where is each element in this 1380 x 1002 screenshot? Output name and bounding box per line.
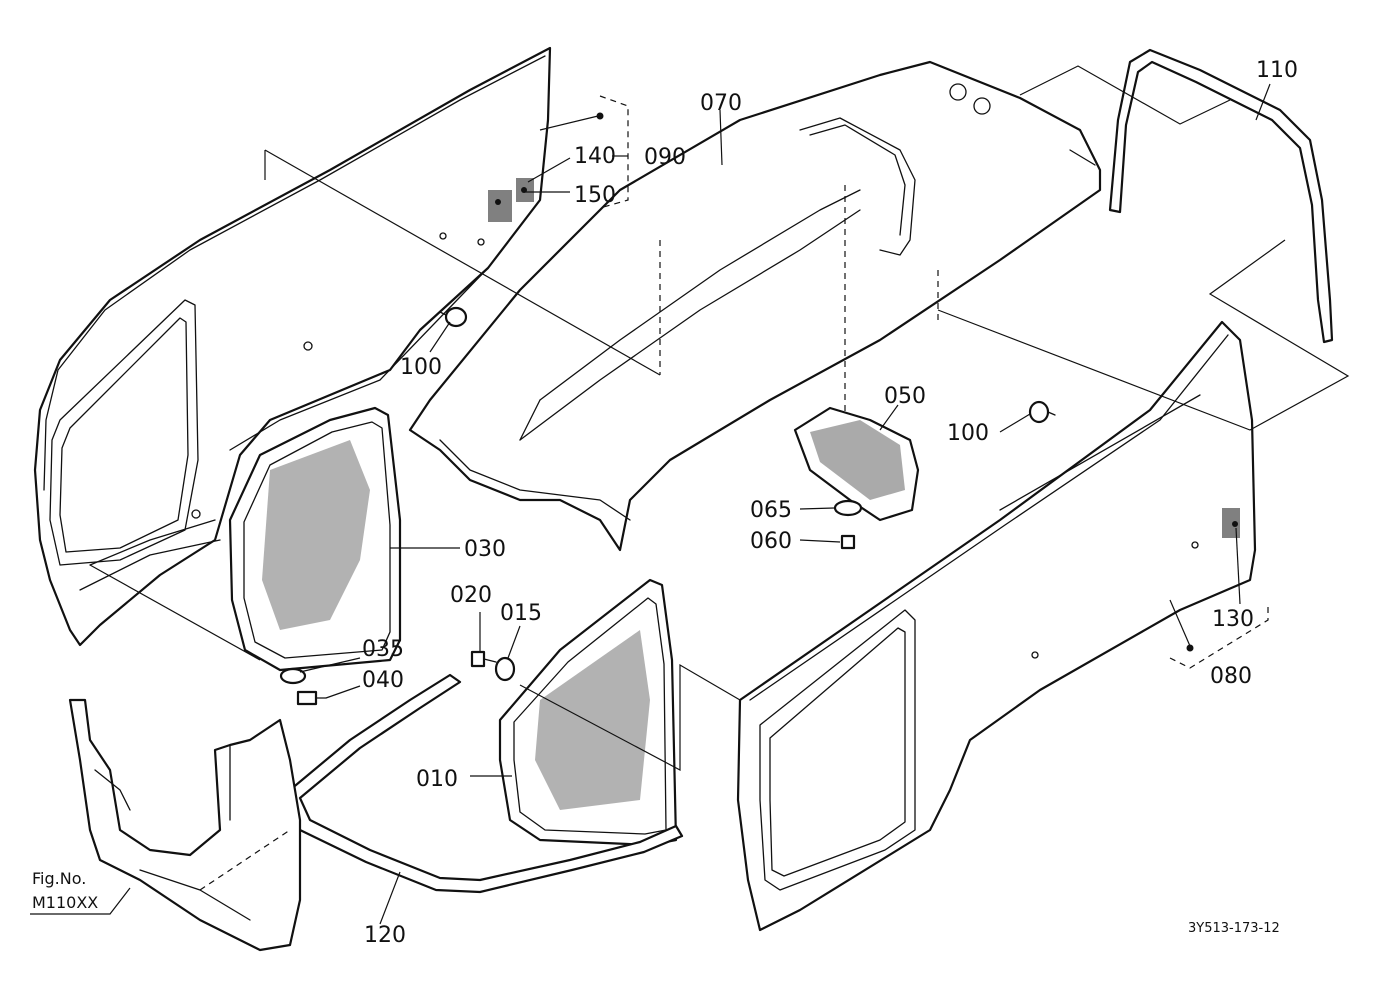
label-065: 065: [750, 498, 792, 523]
bracket-050: [793, 406, 920, 522]
label-150: 150: [574, 183, 616, 208]
washer-065: [833, 499, 863, 517]
bolt-020: [470, 650, 497, 668]
washer-015: [494, 656, 516, 682]
left-side-panel: [33, 46, 552, 647]
label-120: 120: [364, 923, 406, 948]
frame-ref-m110xx: [68, 698, 302, 952]
bolt-100-right: [1028, 400, 1056, 424]
label-140: 140: [574, 144, 616, 169]
label-035: 035: [362, 637, 404, 662]
label-015: 015: [500, 601, 542, 626]
window-030: [228, 406, 402, 672]
label-090: 090: [644, 145, 686, 170]
label-060: 060: [750, 529, 792, 554]
label-leaders: [30, 83, 1271, 925]
callout-dot-080: [1186, 644, 1194, 652]
label-110: 110: [1256, 58, 1298, 83]
label-050: 050: [884, 384, 926, 409]
drawing-number: 3Y513-173-12: [1188, 921, 1280, 936]
bolt-100-left: [439, 306, 468, 328]
label-030: 030: [464, 537, 506, 562]
right-side-panel: [736, 320, 1257, 932]
fig-ref-line1: Fig.No.: [32, 869, 86, 888]
part-labels: 070 110 090 140 150 100 050 100 065 060 …: [32, 58, 1298, 948]
label-100-left: 100: [400, 355, 442, 380]
label-020: 020: [450, 583, 492, 608]
lower-seal: [288, 673, 684, 894]
label-010: 010: [416, 767, 458, 792]
roof-panel: [408, 60, 1102, 552]
label-040: 040: [362, 668, 404, 693]
fig-ref-line2: M110XX: [32, 893, 98, 912]
label-080: 080: [1210, 664, 1252, 689]
rear-arch-seal: [1108, 48, 1334, 344]
label-070: 070: [700, 91, 742, 116]
washer-035: [279, 667, 307, 685]
label-130: 130: [1212, 607, 1254, 632]
label-100-right: 100: [947, 421, 989, 446]
window-010: [498, 578, 678, 847]
bolt-060: [840, 534, 856, 550]
projection-lines: [89, 65, 1350, 771]
callout-dot-090: [596, 112, 604, 120]
bolt-040: [296, 690, 327, 706]
